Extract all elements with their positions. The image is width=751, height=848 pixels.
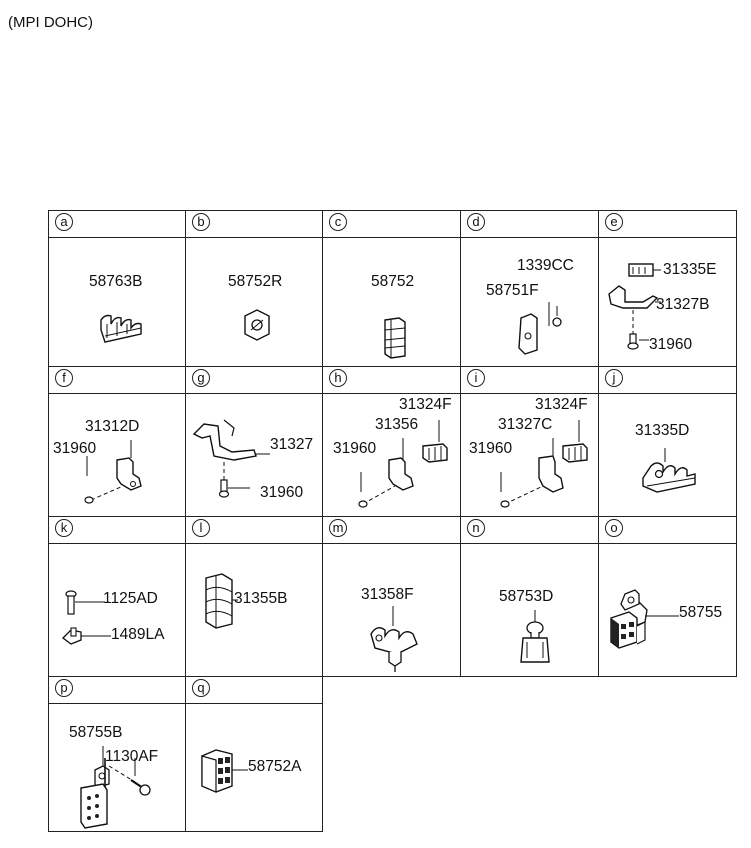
cell-j-header: j [598, 366, 737, 394]
cell-d-letter: d [467, 213, 485, 231]
part-label: 31358F [361, 586, 414, 603]
cell-i-body: 31324F 31327C 31960 [460, 393, 599, 517]
part-label: 1339CC [517, 257, 574, 274]
cell-e-body: 31335E 31327B 31960 [598, 237, 737, 367]
cell-l-body: 31355B [185, 543, 323, 677]
parts-grid: a b c d e 58763B 58752R 58752 1339CC 587… [48, 210, 737, 832]
cell-n-body: 58753D [460, 543, 599, 677]
cell-f-body: 31312D 31960 [48, 393, 186, 517]
part-label: 58763B [89, 273, 143, 290]
part-label: 31960 [469, 440, 513, 457]
cell-n-header: n [460, 516, 599, 544]
cell-b-letter: b [192, 213, 210, 231]
part-label: 31960 [649, 336, 693, 353]
cell-o-body: 58755 [598, 543, 737, 677]
cell-p-body: 58755B 1130AF [48, 703, 186, 832]
cell-p-letter: p [55, 679, 73, 697]
bracket-clamp-bolt-icon [608, 263, 661, 350]
part-label: 1125AD [103, 590, 158, 607]
cell-j-letter: j [605, 369, 623, 387]
clip-icon [201, 749, 248, 793]
cell-h-letter: h [329, 369, 347, 387]
part-label: 31324F [399, 396, 452, 413]
harness-clip-icon [100, 314, 142, 343]
cell-g-header: g [185, 366, 323, 394]
page-title: (MPI DOHC) [8, 14, 93, 31]
cell-e-header: e [598, 210, 737, 238]
part-label: 1130AF [105, 748, 159, 765]
cell-n-letter: n [467, 519, 485, 537]
part-label: 58753D [499, 588, 554, 605]
cell-e-letter: e [605, 213, 623, 231]
part-label: 31335E [663, 261, 717, 278]
cell-i-letter: i [467, 369, 485, 387]
cell-h-body: 31324F 31356 31960 [322, 393, 461, 517]
part-label: 58751F [486, 282, 539, 299]
part-label: 31327 [270, 436, 314, 453]
part-label: 58755 [679, 604, 723, 621]
connector-bracket-bolt-icon [80, 746, 151, 829]
cell-m-letter: m [329, 519, 347, 537]
cell-b-header: b [185, 210, 323, 238]
part-label: 31960 [260, 484, 304, 501]
cell-h-header: h [322, 366, 461, 394]
bracket-clamp-bolt-icon [500, 420, 588, 508]
connector-clip-icon [520, 610, 550, 663]
cell-c-body: 58752 [322, 237, 461, 367]
part-label: 31335D [635, 422, 690, 439]
bracket-bolt-icon [192, 419, 270, 498]
part-label: 31327C [498, 416, 553, 433]
part-label: 58755B [69, 724, 123, 741]
bracket-clamp-bolt-icon [84, 440, 142, 504]
cell-q-letter: q [192, 679, 210, 697]
cell-c-letter: c [329, 213, 347, 231]
cell-l-letter: l [192, 519, 210, 537]
clip-icon [244, 309, 270, 341]
clip-icon [205, 573, 238, 629]
cell-g-letter: g [192, 369, 210, 387]
part-label: 58752R [228, 273, 283, 290]
cell-m-body: 31358F [322, 543, 461, 677]
bracket-icon [518, 302, 562, 355]
part-label: 31960 [53, 440, 97, 457]
cell-k-header: k [48, 516, 186, 544]
cell-c-header: c [322, 210, 461, 238]
cell-l-header: l [185, 516, 323, 544]
part-label: 31355B [234, 590, 288, 607]
cell-k-body: 1125AD 1489LA [48, 543, 186, 677]
cell-o-letter: o [605, 519, 623, 537]
cell-j-body: 31335D [598, 393, 737, 517]
part-label: 1489LA [111, 626, 165, 643]
cell-g-body: 31327 31960 [185, 393, 323, 517]
bracket-clamp-bolt-icon [358, 420, 448, 508]
part-label: 31960 [333, 440, 377, 457]
cell-f-header: f [48, 366, 186, 394]
bolt-nut-icon [62, 590, 111, 645]
harness-clip-icon [642, 448, 696, 493]
cell-d-header: d [460, 210, 599, 238]
cell-f-letter: f [55, 369, 73, 387]
cell-d-body: 1339CC 58751F [460, 237, 599, 367]
cell-k-letter: k [55, 519, 73, 537]
bracket-connector-icon [610, 589, 679, 649]
part-label: 31312D [85, 418, 140, 435]
cell-i-header: i [460, 366, 599, 394]
cell-a-body: 58763B [48, 237, 186, 367]
cell-o-header: o [598, 516, 737, 544]
part-label: 58752A [248, 758, 302, 775]
cell-a-letter: a [55, 213, 73, 231]
part-label: 31327B [656, 296, 710, 313]
cell-b-body: 58752R [185, 237, 323, 367]
cell-m-header: m [322, 516, 461, 544]
part-label: 31324F [535, 396, 588, 413]
cell-q-body: 58752A [185, 703, 323, 832]
cell-a-header: a [48, 210, 186, 238]
harness-clip-icon [370, 606, 418, 672]
cell-p-header: p [48, 676, 186, 704]
clip-icon [384, 317, 406, 359]
cell-q-header: q [185, 676, 323, 704]
part-label: 31356 [375, 416, 419, 433]
part-label: 58752 [371, 273, 415, 290]
